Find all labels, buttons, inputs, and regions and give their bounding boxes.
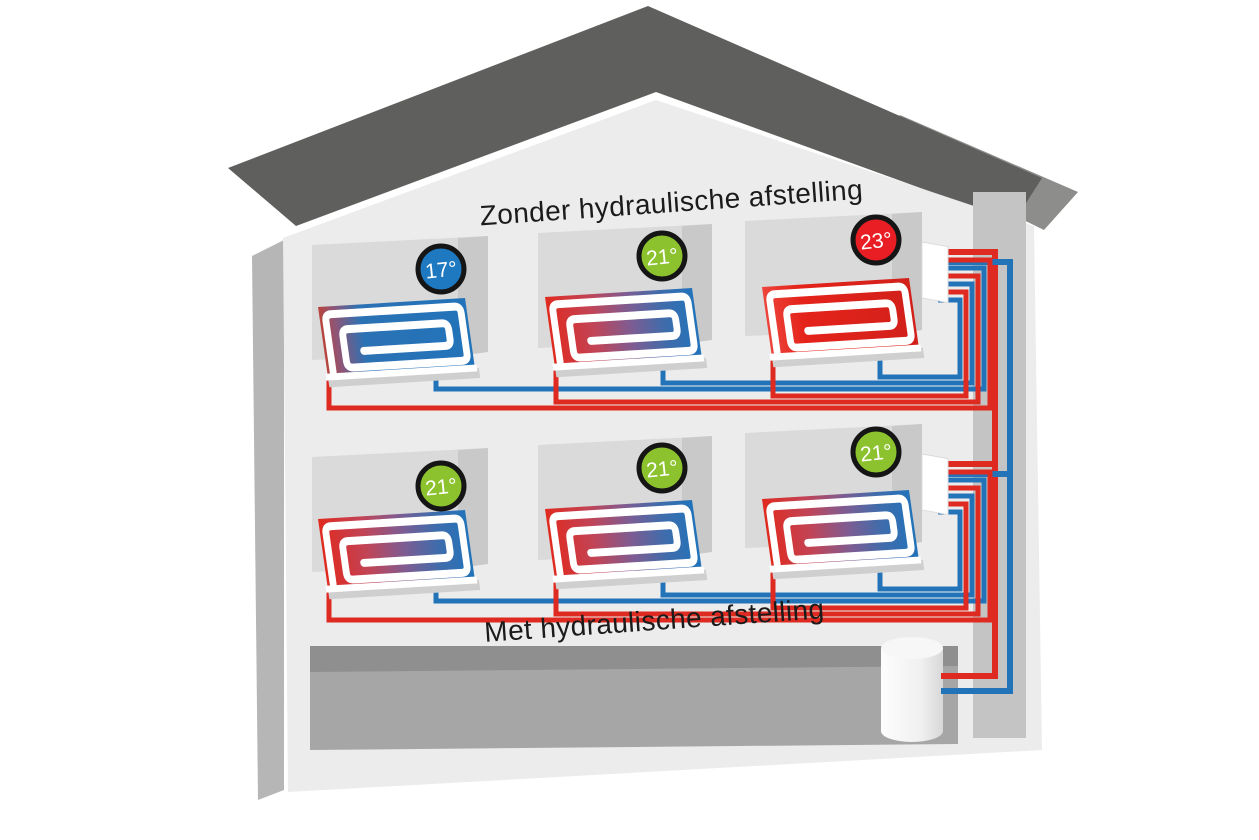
loop-return-pipe [433, 477, 987, 604]
heating-slab-balanced [545, 499, 708, 590]
temp-badge-upper-3: 23° [850, 214, 902, 266]
badge-circle [850, 426, 902, 478]
badge-circle [415, 243, 467, 295]
heating-slab-cold [318, 297, 481, 388]
temp-badge-upper-2: 21° [636, 230, 688, 282]
loop-return-pipe [877, 297, 963, 380]
loop-return-pipe [660, 493, 975, 598]
boiler-cylinder [881, 637, 943, 742]
badge-circle [850, 214, 902, 266]
temp-label: 21° [859, 440, 893, 466]
temp-badge-lower-2: 21° [636, 442, 688, 494]
loop-supply-pipe [770, 289, 969, 399]
temp-badge-upper-1: 17° [415, 243, 467, 295]
upper-floor-pipes [326, 257, 993, 411]
temp-badge-lower-1: 21° [415, 460, 467, 512]
loop-return-pipe [433, 265, 987, 392]
loop-supply-pipe [553, 485, 981, 617]
temp-label: 21° [645, 456, 679, 482]
loop-return-pipe [660, 281, 975, 386]
manifold-upper [921, 241, 949, 304]
roof-front-slope [228, 6, 1042, 226]
temp-label: 17° [424, 257, 458, 283]
loop-supply-pipe [553, 273, 981, 405]
heating-slab-hot [762, 277, 925, 368]
temp-badge-lower-3: 21° [850, 426, 902, 478]
badge-circle [636, 230, 688, 282]
manifold-lower [921, 453, 949, 516]
heating-slab-balanced [318, 509, 481, 600]
lower-floor-pipes [326, 469, 993, 623]
badge-circle [636, 442, 688, 494]
loop-supply-pipe [770, 501, 969, 611]
temp-label: 21° [645, 244, 679, 270]
loop-supply-pipe [326, 257, 993, 411]
loop-supply-pipe [326, 469, 993, 623]
loop-return-pipe [877, 509, 963, 592]
basement-ceiling-band [310, 646, 958, 672]
badge-circle [415, 460, 467, 512]
temp-label: 23° [859, 228, 893, 254]
house-left-wall [252, 240, 284, 800]
temp-label: 21° [424, 474, 458, 500]
heating-slab-balanced [545, 287, 708, 378]
heating-slab-balanced [762, 489, 925, 580]
basement-back-wall [310, 646, 958, 750]
